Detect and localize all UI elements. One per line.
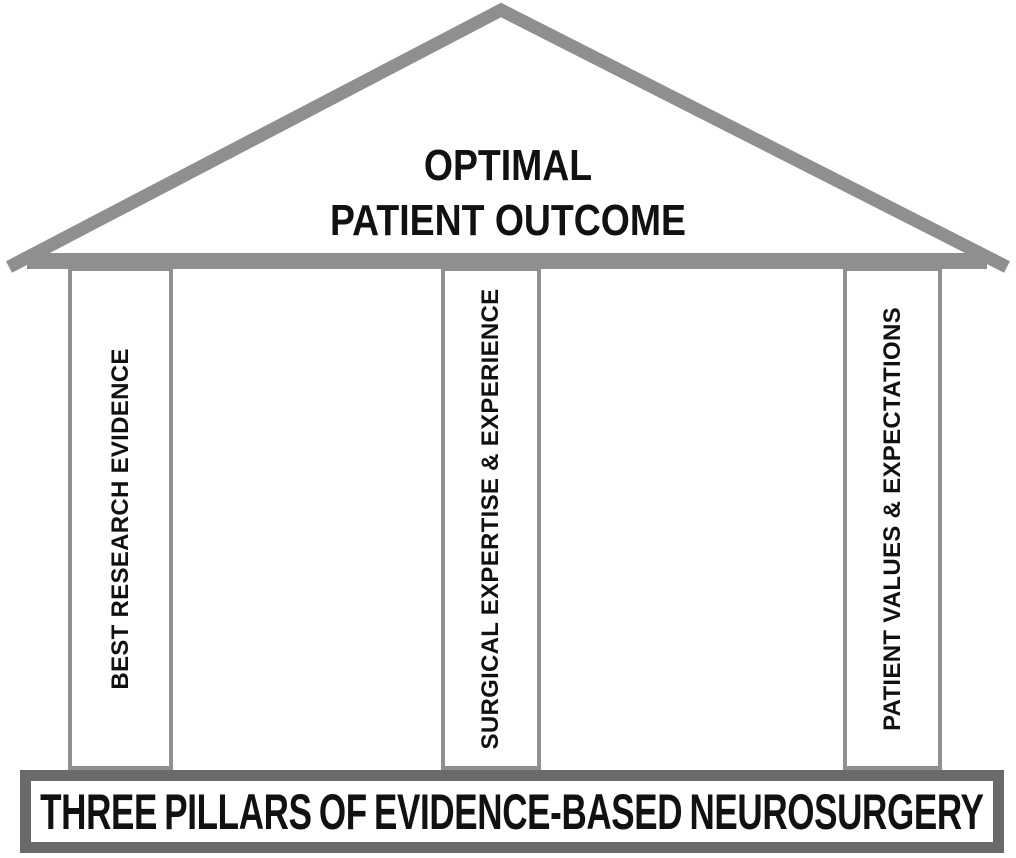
base-title: THREE PILLARS OF EVIDENCE-BASED NEUROSUR… (40, 783, 984, 840)
roof-slopes-shape (5, 2, 1010, 273)
pillar-surgical-expertise-experience: SURGICAL EXPERTISE & EXPERIENCE (441, 267, 541, 770)
pillar-label-best-research-evidence: BEST RESEARCH EVIDENCE (106, 347, 134, 690)
pillar-label-patient-values-expectations: PATIENT VALUES & EXPECTATIONS (878, 306, 906, 731)
roof-title: OPTIMAL PATIENT OUTCOME (76, 138, 940, 248)
pillar-patient-values-expectations: PATIENT VALUES & EXPECTATIONS (843, 267, 942, 770)
roof-title-line2: PATIENT OUTCOME (330, 196, 686, 245)
pillar-best-research-evidence: BEST RESEARCH EVIDENCE (68, 267, 173, 770)
base-bar: THREE PILLARS OF EVIDENCE-BASED NEUROSUR… (20, 770, 1004, 853)
roof-title-line1: OPTIMAL (423, 141, 593, 190)
roof-beam-shape (27, 253, 987, 269)
pillar-label-surgical-expertise-experience: SURGICAL EXPERTISE & EXPERIENCE (477, 288, 504, 749)
